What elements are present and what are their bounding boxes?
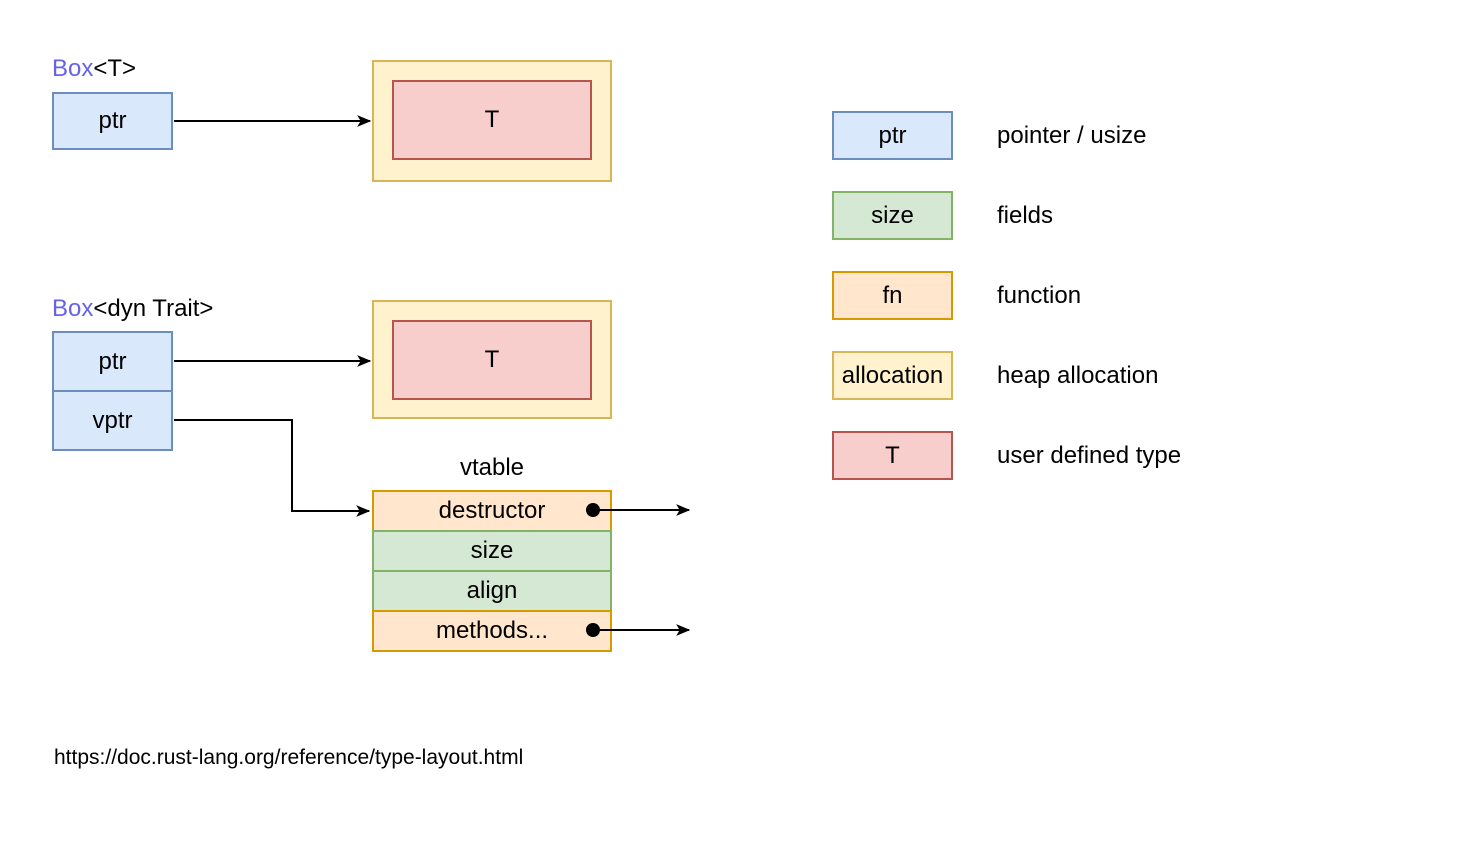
legend-swatch-type: T	[832, 431, 953, 480]
legend-swatch-allocation: allocation	[832, 351, 953, 400]
box-t-title: Box<T>	[52, 56, 136, 82]
box-dyn-ptr-label: ptr	[98, 347, 127, 375]
vtable-row-align: align	[372, 570, 612, 612]
legend-swatch-fields-label: size	[871, 201, 914, 229]
legend-swatch-type-label: T	[885, 441, 900, 469]
vtable-row-methods: methods...	[372, 610, 612, 652]
vtable-row-methods-label: methods...	[435, 617, 549, 644]
box-t-ptr-label: ptr	[98, 107, 127, 134]
legend-desc-fn: function	[997, 281, 1082, 309]
box-dyn-ptr-cell: ptr	[52, 331, 173, 392]
vtable-row-size: size	[372, 530, 612, 572]
vtable-row-destructor-label: destructor	[438, 497, 546, 524]
source-url: https://doc.rust-lang.org/reference/type…	[54, 746, 524, 769]
box-t-title-keyword: Box	[52, 55, 94, 82]
legend-swatch-fn: fn	[832, 271, 953, 320]
box-dyn-vptr-label: vptr	[92, 406, 133, 434]
legend-desc-allocation: heap allocation	[997, 361, 1159, 389]
vtable-row-destructor: destructor	[372, 490, 612, 532]
box-t-title-type: <T>	[93, 55, 137, 82]
box-dyn-value-box: T	[392, 320, 592, 400]
legend-swatch-ptr: ptr	[832, 111, 953, 160]
vtable-row-align-label: align	[466, 577, 518, 604]
legend-desc-fields: fields	[997, 201, 1054, 229]
legend-swatch-fn-label: fn	[882, 281, 903, 309]
legend-desc-type: user defined type	[997, 441, 1182, 469]
box-dyn-vptr-connector	[174, 419, 371, 517]
box-dyn-title-keyword: Box	[52, 295, 94, 322]
legend-desc-ptr: pointer / usize	[997, 121, 1147, 149]
legend-swatch-fields: size	[832, 191, 953, 240]
legend-swatch-allocation-label: allocation	[841, 361, 944, 389]
box-dyn-title: Box<dyn Trait>	[52, 296, 213, 322]
box-t-ptr-cell: ptr	[52, 92, 173, 150]
box-t-value-box: T	[392, 80, 592, 160]
box-dyn-title-type: <dyn Trait>	[93, 295, 214, 322]
vtable-title: vtable	[459, 454, 525, 481]
box-t-value-label: T	[484, 106, 500, 133]
vtable-row-size-label: size	[470, 537, 514, 564]
legend-swatch-ptr-label: ptr	[878, 121, 907, 149]
box-dyn-value-label: T	[484, 346, 500, 373]
box-dyn-vptr-cell: vptr	[52, 390, 173, 451]
